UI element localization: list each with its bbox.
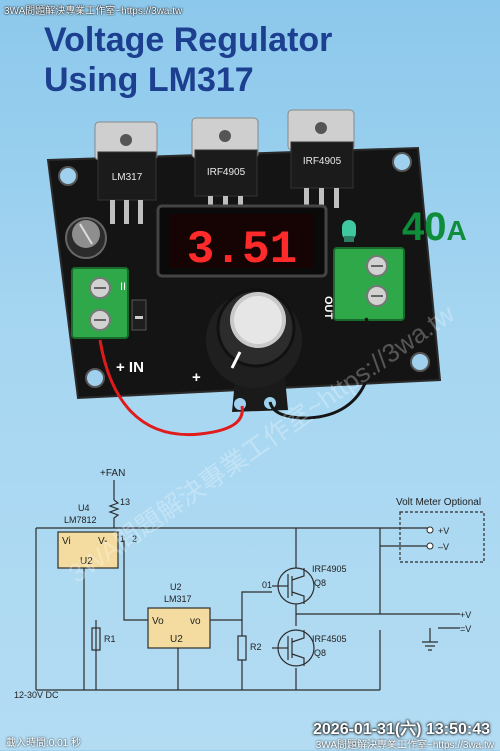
r1-label: R1 bbox=[104, 634, 116, 644]
u2-label-a: U2 bbox=[80, 556, 93, 567]
current-value: 40 bbox=[402, 205, 447, 249]
mosfet-q8a bbox=[272, 567, 315, 605]
watermark-top: 3WA問題解決專業工作室~https://3wa.tw bbox=[4, 6, 183, 17]
output-terminal bbox=[333, 247, 405, 321]
capacitor bbox=[65, 217, 107, 259]
volt-meter-plus: +V bbox=[438, 526, 449, 536]
chip-label: LM317 bbox=[112, 172, 143, 183]
u2b-label: U2 bbox=[170, 634, 183, 645]
page-title: Voltage Regulator Using LM317 bbox=[44, 20, 464, 100]
mount-hole bbox=[58, 166, 78, 186]
resistor-r2 bbox=[237, 635, 247, 661]
pin-13: 13 bbox=[120, 497, 130, 507]
lm7812-label: LM7812 bbox=[64, 515, 97, 525]
terminal-dot bbox=[426, 526, 434, 534]
current-unit: A bbox=[446, 215, 467, 246]
mount-hole bbox=[85, 368, 105, 388]
plus-sign: + bbox=[192, 369, 201, 386]
vi-label: Vi bbox=[62, 536, 71, 547]
volt-meter-label: Volt Meter Optional bbox=[396, 497, 481, 508]
led-display: 3.51 bbox=[156, 204, 328, 278]
potentiometer-knob bbox=[206, 288, 302, 388]
mount-hole bbox=[392, 152, 412, 172]
pin-1: 1 bbox=[120, 534, 125, 544]
input-pins-label: II bbox=[120, 281, 126, 293]
chip-label: IRF4905 bbox=[303, 156, 342, 167]
u4-label: U4 bbox=[78, 503, 90, 513]
mount-hole bbox=[234, 398, 246, 410]
lm7812-box bbox=[57, 531, 119, 569]
volt-meter-minus: –V bbox=[438, 542, 449, 552]
mount-hole bbox=[410, 352, 430, 372]
red-wire bbox=[98, 339, 244, 437]
watermark-bottom: 3WA問題解決專業工作室~https://3wa.tw bbox=[315, 740, 494, 751]
chip-lm317: LM317 bbox=[94, 121, 158, 224]
out-minus-label: =V bbox=[460, 624, 471, 634]
title-line-1: Voltage Regulator bbox=[44, 21, 333, 59]
input-terminal bbox=[71, 267, 129, 339]
terminal-dot bbox=[426, 542, 434, 550]
resistor-r1 bbox=[91, 627, 101, 651]
chip-irf4905-b: IRF4905 bbox=[287, 109, 355, 208]
irf4905-label: IRF4905 bbox=[312, 564, 347, 574]
q8a-label: Q8 bbox=[314, 578, 326, 588]
vo-right-label: vo bbox=[190, 616, 201, 627]
indicator-led bbox=[342, 220, 356, 242]
chip-irf4905-a: IRF4905 bbox=[191, 117, 259, 216]
chip-label: IRF4905 bbox=[207, 167, 246, 178]
r2-label: R2 bbox=[250, 642, 262, 652]
load-time: 載入時間:0.01 秒 bbox=[6, 738, 82, 749]
display-value: 3.51 bbox=[187, 224, 297, 276]
pin-2: 2 bbox=[132, 534, 137, 544]
output-label: OUT bbox=[322, 296, 334, 320]
input-label: + IN bbox=[116, 359, 144, 376]
pin-01: 01 bbox=[262, 580, 272, 590]
lm317-label: LM317 bbox=[164, 594, 192, 604]
u2b-top-label: U2 bbox=[170, 582, 182, 592]
irf4505-label: IRF4505 bbox=[312, 634, 347, 644]
black-wire bbox=[268, 317, 373, 420]
lm317-box bbox=[147, 607, 211, 649]
title-line-2: Using LM317 bbox=[44, 61, 254, 99]
diode bbox=[131, 299, 147, 331]
vo-left-label: Vo bbox=[152, 616, 164, 627]
schematic bbox=[35, 480, 485, 691]
supply-label: 12-30V DC bbox=[14, 690, 59, 700]
diode-band bbox=[135, 316, 143, 319]
vminus-label: V- bbox=[98, 536, 107, 547]
timestamp: 2026-01-31(六) 13:50:43 bbox=[313, 721, 490, 738]
out-plus-label: +V bbox=[460, 610, 471, 620]
fan-label: +FAN bbox=[100, 468, 125, 479]
mosfet-q8b bbox=[272, 629, 315, 667]
current-badge: 40A bbox=[402, 205, 467, 253]
q8b-label: Q8 bbox=[314, 648, 326, 658]
